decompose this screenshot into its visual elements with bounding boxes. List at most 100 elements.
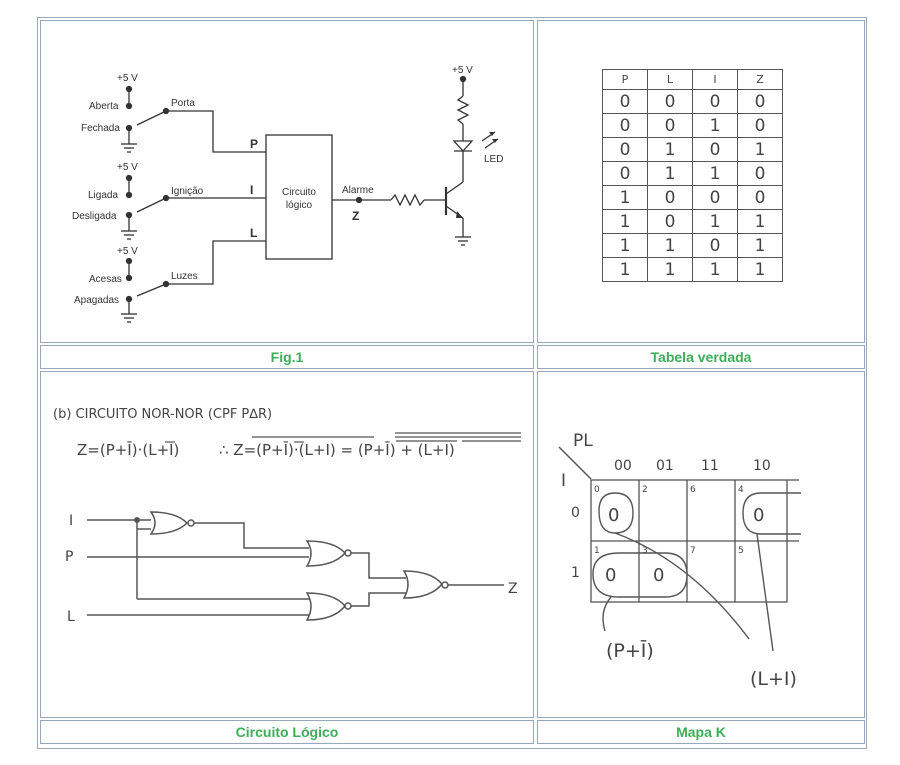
kmap-cell-value: 0 [608, 505, 619, 526]
kmap-cell-index: 4 [738, 485, 744, 495]
table-cell: 0 [692, 89, 738, 114]
table-cell: 0 [647, 185, 693, 210]
kmap-cell-index: 7 [690, 546, 696, 556]
circuit-drawing: (b) CIRCUITO NOR-NOR (CPF P∆R) Z=(P+Ī)·(… [53, 407, 521, 625]
col-header: Z [737, 69, 783, 90]
logic-block-label-2: lógico [286, 200, 313, 211]
caption-mapa: Mapa K [537, 720, 865, 744]
kmap-drawing: PL I 00 01 11 10 0 1 0 2 6 4 1 3 7 5 0 0… [558, 431, 801, 690]
kmap-col-header: 00 [614, 458, 632, 474]
supply-label-ignicao: +5 V [117, 162, 138, 173]
label-acesas: Acesas [89, 274, 122, 285]
truth-table-header: P L I Z [602, 69, 783, 90]
table-cell: 0 [602, 113, 648, 138]
label-desligada: Desligada [72, 211, 117, 222]
overbars [165, 432, 521, 443]
table-cell: 1 [602, 233, 648, 258]
logic-block-label-1: Circuito [282, 187, 316, 198]
circuit-output-z: Z [508, 581, 518, 597]
table-cell: 1 [737, 257, 783, 282]
label-led: LED [484, 154, 503, 165]
table-cell: 0 [602, 137, 648, 162]
fig1-panel: +5 V Aberta Fechada Porta +5 V Ligada De… [40, 20, 534, 343]
kmap-col-header: 10 [753, 458, 771, 474]
kmap-row-var: I [561, 471, 566, 491]
kmap-groupings [592, 492, 801, 652]
table-cell: 1 [647, 257, 693, 282]
table-cell: 1 [692, 161, 738, 186]
kmap-cell-value: 0 [605, 565, 616, 586]
table-cell: 1 [692, 113, 738, 138]
kmap-grid [590, 479, 799, 603]
table-cell: 0 [737, 89, 783, 114]
circuit-heading: (b) CIRCUITO NOR-NOR (CPF P∆R) [53, 407, 272, 422]
input-i-label: I [250, 183, 253, 197]
table-cell: 0 [647, 113, 693, 138]
kmap-row-header: 0 [571, 505, 580, 521]
table-cell: 0 [737, 185, 783, 210]
kmap-cell-index: 5 [738, 546, 744, 556]
kmap-cell-index: 6 [690, 485, 696, 495]
kmap-cell-index: 3 [642, 546, 648, 556]
col-header: I [692, 69, 738, 90]
kmap-cell-value: 0 [653, 565, 664, 586]
caption-fig1: Fig.1 [40, 345, 534, 369]
table-cell: 1 [602, 209, 648, 234]
kmap-col-header: 01 [656, 458, 674, 474]
input-l-label: L [250, 226, 257, 240]
table-cell: 0 [647, 209, 693, 234]
table-cell: 0 [737, 161, 783, 186]
label-porta: Porta [171, 98, 195, 109]
label-ignicao: Ignição [171, 186, 204, 197]
label-apagadas: Apagadas [74, 295, 119, 306]
table-cell: 1 [647, 233, 693, 258]
col-header: P [602, 69, 648, 90]
table-cell: 0 [692, 137, 738, 162]
table-cell: 1 [692, 257, 738, 282]
output-z-label: Z [352, 209, 359, 223]
table-cell: 1 [737, 137, 783, 162]
equation-part-1: Z=(P+Ī)·(L+I) [77, 441, 179, 459]
kmap-cell-index: 2 [642, 485, 648, 495]
equation-part-2: ∴ Z=(P+Ī)·(L+I) = (P+Ī) + (L+I) [219, 441, 455, 459]
label-fechada: Fechada [81, 123, 120, 134]
table-cell: 1 [602, 257, 648, 282]
supply-label-porta: +5 V [117, 73, 138, 84]
circuit-input-i: I [69, 513, 73, 529]
kmap-panel: PL I 00 01 11 10 0 1 0 2 6 4 1 3 7 5 0 0… [537, 371, 865, 718]
table-cell: 0 [602, 89, 648, 114]
kmap-term-1: (P+Ī) [606, 638, 654, 662]
label-luzes: Luzes [171, 271, 198, 282]
circuit-input-p: P [65, 549, 73, 565]
kmap-cell-index: 1 [594, 546, 600, 556]
circuit-panel: (b) CIRCUITO NOR-NOR (CPF P∆R) Z=(P+Ī)·(… [40, 371, 534, 718]
fig1-schematic: +5 V Aberta Fechada Porta +5 V Ligada De… [72, 65, 503, 323]
table-cell: 0 [647, 89, 693, 114]
gate-wiring [87, 511, 504, 621]
kmap-col-header: 11 [701, 458, 719, 474]
input-p-label: P [250, 137, 258, 151]
table-cell: 1 [647, 137, 693, 162]
caption-circuito: Circuito Lógico [40, 720, 534, 744]
label-alarme: Alarme [342, 185, 374, 196]
table-cell: 1 [737, 233, 783, 258]
label-ligada: Ligada [88, 190, 118, 201]
table-cell: 0 [692, 233, 738, 258]
col-header: L [647, 69, 693, 90]
table-cell: 1 [737, 209, 783, 234]
caption-tabela: Tabela verdada [537, 345, 865, 369]
circuit-input-l: L [67, 609, 75, 625]
table-cell: 1 [602, 185, 648, 210]
kmap-cell-index: 0 [594, 485, 600, 495]
kmap-col-var: PL [573, 431, 593, 451]
table-cell: 0 [737, 113, 783, 138]
